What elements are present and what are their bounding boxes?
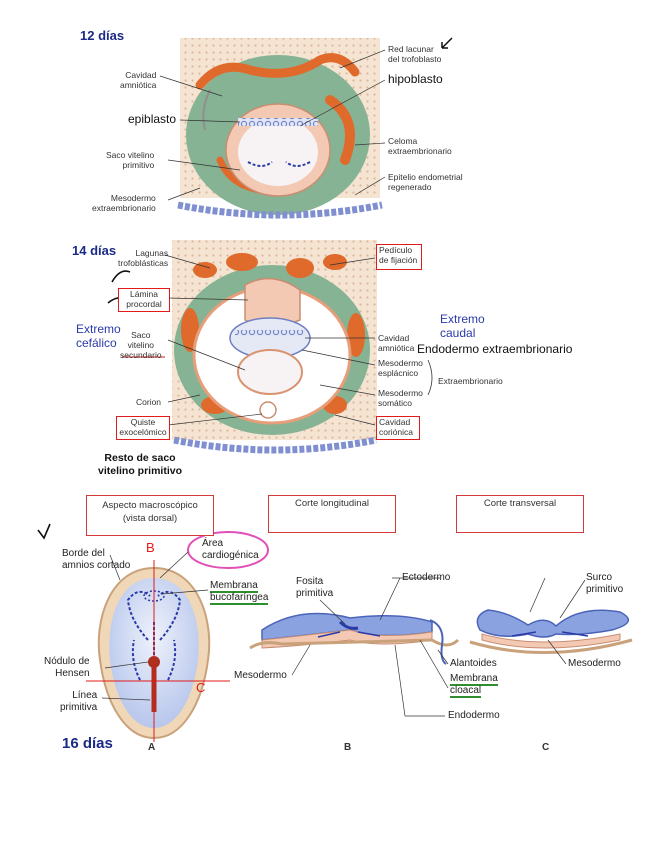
cardiogenic-highlight	[187, 531, 269, 569]
label-celoma: Celoma extraembrionario	[388, 136, 452, 156]
label-mesodermo-extra: Mesodermo extraembrionario	[92, 193, 156, 213]
label-ectodermo: Ectodermo	[402, 572, 451, 583]
label-alantoides: Alantoides	[450, 658, 497, 669]
label-pediculo: Pedículo de fijación	[376, 244, 422, 270]
label-membrana-bucofaringea: Membrana bucofaríngea	[210, 580, 269, 605]
header-aspecto-macroscopico: Aspecto macroscópico (vista dorsal)	[86, 495, 214, 536]
label-hipoblasto: hipoblasto	[388, 72, 443, 86]
label-lamina-procordal: Lámina procordal	[118, 288, 170, 312]
day12-diagram	[159, 37, 453, 219]
letter-a: A	[148, 742, 156, 753]
label-cavidad-corionica: Cavidad coriónica	[376, 416, 420, 440]
checkmark-annotation-16	[37, 523, 51, 540]
label-resto-saco: Resto de saco vitelino primitivo	[98, 452, 183, 477]
label-epiblasto: epiblasto	[128, 112, 177, 126]
label-linea-primitiva: Línea primitiva	[60, 690, 98, 713]
title-16-dias: 16 días	[62, 735, 113, 752]
label-endodermo-extraembrionario: Endodermo extraembrionario	[417, 342, 573, 356]
header-corte-longitudinal: Corte longitudinal	[268, 495, 396, 533]
label-corion: Corion	[136, 397, 162, 407]
label-borde-amnios: Borde del amnios cortado	[62, 548, 131, 571]
secondary-yolk-sac	[237, 349, 303, 395]
label-mesodermo-c: Mesodermo	[568, 658, 621, 669]
letter-b: B	[344, 742, 352, 753]
label-quiste-exocelomico: Quiste exocelómico	[116, 416, 170, 440]
label-extremo-caudal: Extremo caudal	[440, 312, 485, 340]
label-saco-vitelino-secundario: Saco vitelino secundario	[120, 330, 162, 360]
label-fosita-primitiva: Fosita primitiva	[296, 576, 334, 599]
day16-diagram	[37, 523, 633, 742]
label-mesodermo-b: Mesodermo	[234, 670, 287, 681]
endometrial-epithelium	[177, 201, 383, 219]
epiblast-layer	[238, 118, 318, 126]
label-saco-vitelino-primitivo: Saco vitelino primitivo	[106, 150, 155, 170]
label-nodulo-hensen: Nódulo de Hensen	[44, 656, 90, 679]
title-12-dias: 12 días	[80, 28, 125, 43]
letter-red-c: C	[196, 680, 206, 695]
day14-diagram	[107, 240, 433, 454]
letter-c: C	[542, 742, 550, 753]
label-mesodermo-somatico: Mesodermo somático	[378, 388, 423, 408]
membrana-bucofaringea-text: Membrana bucofaríngea	[210, 580, 269, 605]
checkmark-annotation	[441, 37, 453, 49]
header-corte-transversal: Corte transversal	[456, 495, 584, 533]
label-epitelio: Epitelio endometrial regenerado	[388, 172, 463, 192]
label-mesodermo-esplacnico: Mesodermo esplácnico	[378, 358, 423, 378]
title-14-dias: 14 días	[72, 243, 117, 258]
label-extraembrionario: Extraembrionario	[438, 376, 503, 386]
label-membrana-cloacal: Membrana cloacal	[450, 673, 498, 698]
lacunar-network	[195, 53, 360, 90]
letter-red-b: B	[146, 540, 155, 555]
label-red-lacunar: Red lacunar del trofoblasto	[388, 44, 442, 64]
ectoderm-c	[476, 609, 629, 638]
label-cavidad-amniotica-12: Cavidad amniótica	[120, 70, 157, 90]
label-extremo-cefalico: Extremo cefálico	[76, 322, 121, 350]
label-surco-primitivo: Surco primitivo	[586, 572, 624, 595]
label-area-cardiogenica: Área cardiogénica	[202, 538, 259, 561]
membrana-cloacal-text: Membrana cloacal	[450, 673, 498, 698]
label-lagunas: Lagunas trofoblásticas	[118, 248, 169, 268]
exocoelomic-cyst	[259, 401, 277, 419]
label-endodermo: Endodermo	[448, 710, 500, 721]
label-cavidad-amniotica-14: Cavidad amniótica	[378, 333, 415, 353]
